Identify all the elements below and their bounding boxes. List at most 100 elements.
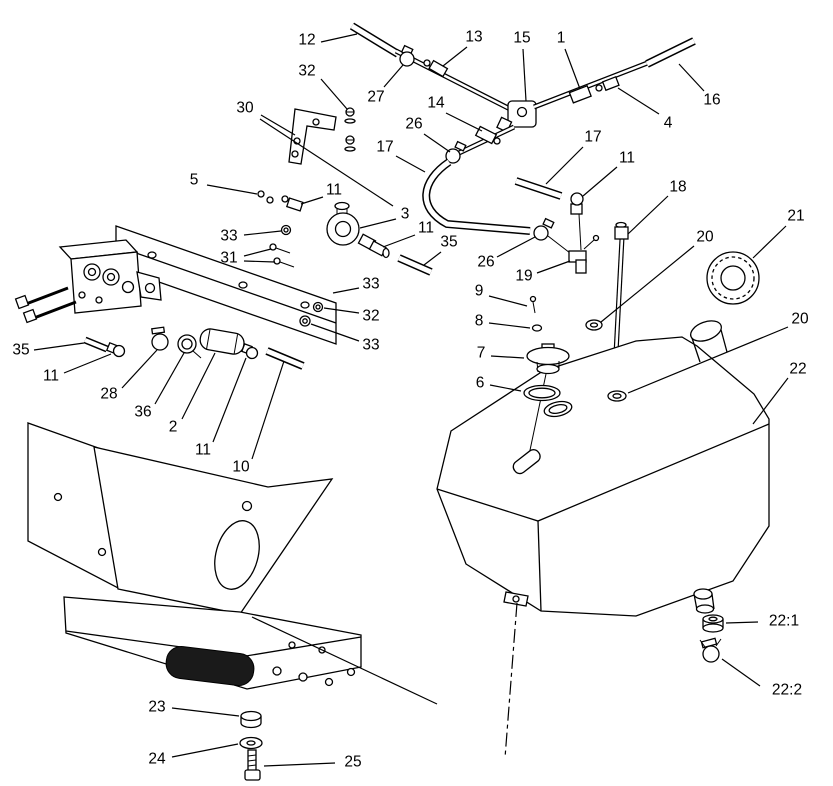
leader-line-35 (423, 251, 442, 266)
mounting-bracket-assembly (288, 107, 356, 165)
screw-9 (529, 295, 537, 314)
callout-label-11: 11 (43, 368, 59, 385)
leader-line-5 (206, 184, 258, 195)
grommet-20-lower (607, 390, 627, 402)
screw-32-a (344, 107, 356, 124)
hose-clamp-26-lower (533, 217, 555, 241)
hose-clamp-26-upper (445, 140, 467, 164)
callout-label-4: 4 (664, 115, 673, 132)
callout-label-5: 5 (190, 172, 199, 189)
leader-line-22 (752, 377, 789, 425)
centerline (504, 602, 518, 759)
leader-line-35 (33, 342, 85, 351)
leader-line-10 (251, 360, 285, 460)
leader-line-6 (489, 384, 522, 392)
washer-32-b (312, 301, 324, 313)
hose-clamp-28 (151, 326, 169, 351)
callout-label-11: 11 (418, 220, 434, 237)
callout-label-12: 12 (298, 32, 315, 49)
loop-clamp-36 (177, 334, 202, 359)
spring-clamp-22-2 (699, 637, 722, 663)
hydraulic-manifold (14, 239, 162, 324)
callout-label-10: 10 (232, 459, 250, 476)
bolt-25 (244, 749, 261, 781)
fitting-11-valve-right (368, 240, 390, 259)
leader-line-31 (243, 260, 276, 263)
callout-label-25: 25 (344, 754, 361, 771)
leader-line-3 (359, 218, 397, 229)
leader-line-11 (63, 353, 112, 374)
screws-31 (269, 243, 295, 268)
screw-32-b (344, 135, 356, 152)
callout-label-14: 14 (427, 95, 445, 112)
leader-line-19 (536, 260, 571, 274)
callout-label-6: 6 (476, 375, 485, 392)
leader-line-4 (617, 87, 660, 115)
leader-line-31 (243, 248, 272, 257)
fitting-11-filter-right (241, 343, 259, 360)
leader-line-2 (181, 352, 216, 420)
leader-line-16 (678, 63, 705, 92)
callout-label-30: 30 (236, 100, 254, 117)
fuel-cap-21 (706, 251, 760, 305)
leader-line-33 (243, 230, 282, 236)
leader-line-22:2 (721, 658, 761, 687)
leader-line-9 (488, 295, 528, 307)
leader-line-32 (323, 307, 360, 314)
fitting-4 (595, 75, 620, 92)
callout-label-16: 16 (703, 92, 720, 109)
washer-24 (239, 736, 263, 750)
leader-line-30 (260, 114, 296, 136)
callout-label-7: 7 (477, 345, 486, 362)
leader-line-3 (259, 118, 394, 207)
callout-label-22:1: 22:1 (769, 613, 799, 630)
gasket-6 (523, 384, 561, 402)
bushing-22-1 (702, 614, 724, 633)
leader-line-1 (564, 48, 581, 90)
mounting-hardware (239, 710, 263, 781)
callout-label-19: 19 (515, 268, 532, 285)
leader-line-20 (627, 326, 789, 394)
leader-line-28 (121, 349, 158, 389)
leader-line-25 (263, 762, 336, 767)
leader-line-26 (423, 133, 451, 153)
washer-33-c (299, 315, 311, 327)
fuel-tank-22 (436, 320, 770, 617)
fitting-11-filter-left (105, 341, 126, 358)
leader-line-13 (442, 46, 468, 67)
callout-label-22: 22 (789, 361, 806, 378)
callout-label-13: 13 (465, 29, 482, 46)
callout-label-31: 31 (220, 250, 237, 267)
manifold-bolts (14, 286, 77, 324)
fuel-filter-2 (199, 328, 245, 355)
fuel-gauge-sender (512, 295, 570, 475)
callout-label-27: 27 (367, 89, 384, 106)
washer-33-a (280, 224, 292, 236)
washer-8 (531, 324, 543, 332)
callout-label-24: 24 (148, 751, 166, 768)
leader-line-21 (752, 225, 787, 259)
callout-label-32: 32 (298, 63, 315, 80)
callout-label-28: 28 (100, 386, 117, 403)
callout-label-33: 33 (220, 228, 237, 245)
leader-line-8 (488, 322, 531, 329)
callout-label-35: 35 (440, 234, 457, 251)
leader-line-17 (545, 146, 584, 185)
callout-label-36: 36 (134, 404, 151, 421)
leader-line-27 (383, 64, 404, 88)
grommet-20-upper (585, 319, 603, 331)
callout-label-9: 9 (475, 283, 484, 300)
leader-line-14 (445, 112, 483, 132)
callout-label-1: 1 (557, 30, 566, 47)
fitting-1 (568, 84, 592, 104)
valve-body-3 (326, 201, 377, 251)
callout-label-18: 18 (669, 179, 686, 196)
alignment-line (251, 616, 438, 705)
callout-label-3: 3 (401, 206, 410, 223)
callout-label-35: 35 (12, 342, 29, 359)
leader-line-15 (522, 48, 527, 102)
callout-label-32: 32 (362, 308, 379, 325)
